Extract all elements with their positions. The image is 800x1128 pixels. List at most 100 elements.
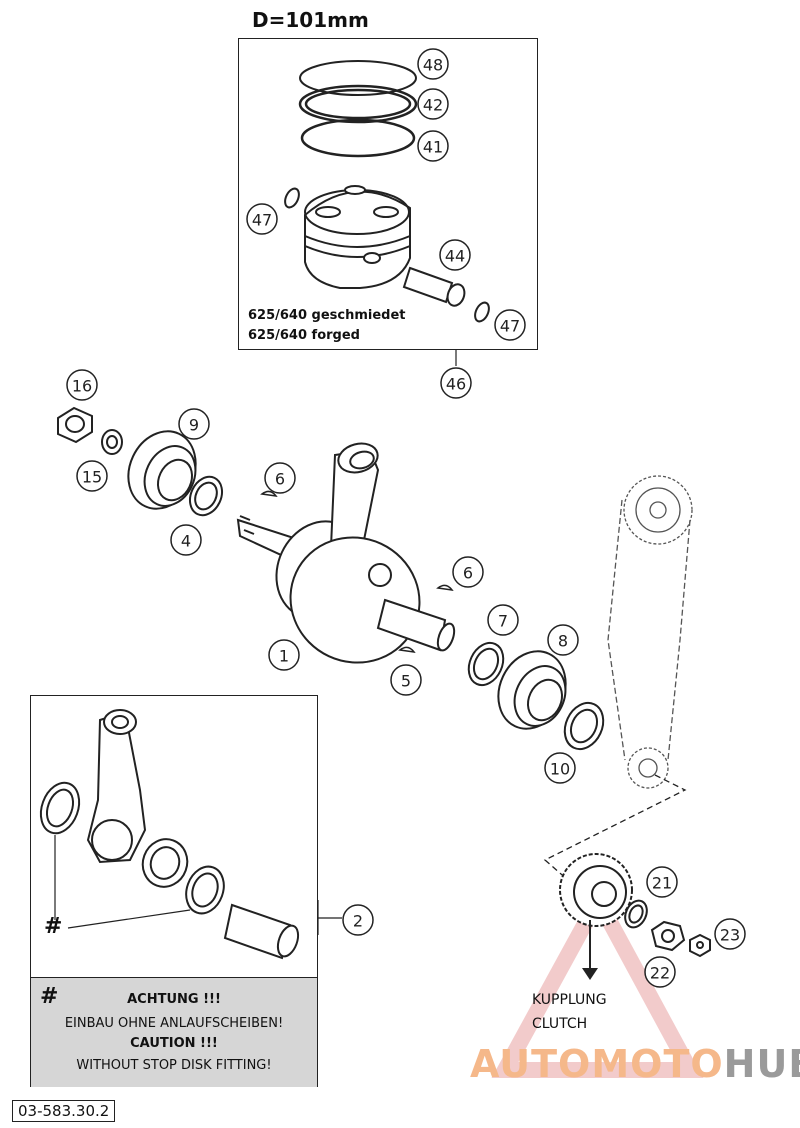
callout-number: 5 bbox=[401, 672, 411, 691]
watermark-logo: AUTOMOTOHUB bbox=[470, 1042, 800, 1086]
watermark-part1: AUTOMOTO bbox=[470, 1042, 724, 1086]
callout-6: 6 bbox=[264, 462, 296, 494]
callout-circle bbox=[417, 88, 449, 120]
callout-7: 7 bbox=[487, 604, 519, 636]
clutch-link-line bbox=[543, 774, 687, 896]
callout-number: 7 bbox=[498, 612, 508, 631]
clutch-label-german: KUPPLUNG bbox=[532, 992, 607, 1008]
callout-44: 44 bbox=[439, 239, 471, 271]
callout-15: 15 bbox=[76, 460, 108, 492]
watermark-part2: HUB bbox=[723, 1042, 800, 1086]
callout-16: 16 bbox=[66, 369, 98, 401]
piston-pin bbox=[402, 266, 466, 307]
callout-21: 21 bbox=[646, 866, 678, 898]
callout-22: 22 bbox=[644, 956, 676, 988]
nut-22 bbox=[650, 920, 686, 952]
crankshaft bbox=[236, 442, 456, 664]
callout-number: 6 bbox=[463, 564, 473, 583]
callout-47: 47 bbox=[494, 309, 526, 341]
callout-number: 41 bbox=[423, 138, 443, 157]
callout-circle bbox=[417, 130, 449, 162]
caution-note-panel: ACHTUNG !!! EINBAU OHNE ANLAUFSCHEIBEN! … bbox=[31, 977, 317, 1087]
piston-note-german: 625/640 geschmiedet bbox=[248, 308, 406, 323]
callout-circle bbox=[342, 904, 374, 936]
callout-number: 48 bbox=[423, 56, 443, 75]
note-hash-mark: # bbox=[40, 984, 59, 1009]
callout-number: 46 bbox=[446, 375, 466, 394]
callout-circle bbox=[487, 604, 519, 636]
callout-circle bbox=[644, 956, 676, 988]
callout-number: 47 bbox=[252, 211, 272, 230]
callout-5: 5 bbox=[390, 664, 422, 696]
callout-number: 16 bbox=[72, 377, 92, 396]
callout-number: 2 bbox=[353, 912, 363, 931]
callout-4: 4 bbox=[170, 524, 202, 556]
callout-9: 9 bbox=[178, 408, 210, 440]
bearing-9 bbox=[127, 430, 197, 510]
watermark-triangle bbox=[491, 883, 704, 1078]
callout-number: 23 bbox=[720, 926, 740, 945]
note-achtung: ACHTUNG !!! bbox=[127, 992, 221, 1007]
callout-number: 6 bbox=[275, 470, 285, 489]
seal-10 bbox=[563, 701, 605, 751]
callout-46: 46 bbox=[440, 367, 472, 399]
callout-circle bbox=[547, 624, 579, 656]
piston-ring-41 bbox=[300, 118, 416, 158]
conrod-leader-lines bbox=[54, 835, 342, 935]
callout-number: 10 bbox=[550, 760, 570, 779]
callout-circle bbox=[390, 664, 422, 696]
piston-kit-box bbox=[238, 38, 538, 350]
woodruff-key-5 bbox=[398, 646, 416, 653]
callout-6: 6 bbox=[452, 556, 484, 588]
piston bbox=[304, 185, 411, 289]
washer-15 bbox=[101, 429, 123, 455]
callout-number: 21 bbox=[652, 874, 672, 893]
callout-8: 8 bbox=[547, 624, 579, 656]
callout-circle bbox=[264, 462, 296, 494]
callout-1: 1 bbox=[268, 639, 300, 671]
callout-47: 47 bbox=[246, 203, 278, 235]
callout-circle bbox=[452, 556, 484, 588]
callout-circle bbox=[439, 239, 471, 271]
callout-circle bbox=[170, 524, 202, 556]
callout-circle bbox=[440, 367, 472, 399]
callout-number: 8 bbox=[558, 632, 568, 651]
callout-circle bbox=[268, 639, 300, 671]
callout-42: 42 bbox=[417, 88, 449, 120]
piston-ring-42 bbox=[298, 84, 418, 124]
callout-number: 47 bbox=[500, 317, 520, 336]
callout-41: 41 bbox=[417, 130, 449, 162]
diagram-code: 03-583.30.2 bbox=[12, 1100, 116, 1122]
callout-circle bbox=[76, 460, 108, 492]
woodruff-key-6b bbox=[436, 584, 454, 591]
callout-number: 1 bbox=[279, 647, 289, 666]
circlip-lower bbox=[474, 301, 490, 323]
piston-ring-48 bbox=[299, 60, 417, 96]
callout-circle bbox=[178, 408, 210, 440]
note-german-text: EINBAU OHNE ANLAUFSCHEIBEN! bbox=[64, 1016, 284, 1031]
callout-circle bbox=[544, 752, 576, 784]
note-english-text: WITHOUT STOP DISK FITTING! bbox=[76, 1058, 272, 1073]
woodruff-key-6a bbox=[260, 490, 278, 497]
callout-2: 2 bbox=[342, 904, 374, 936]
callout-circle bbox=[417, 48, 449, 80]
callout-circle bbox=[246, 203, 278, 235]
clutch-gear bbox=[559, 853, 633, 927]
callout-10: 10 bbox=[544, 752, 576, 784]
callout-number: 42 bbox=[423, 96, 443, 115]
bearing-8 bbox=[497, 650, 567, 730]
conrod-detail bbox=[39, 709, 300, 960]
shim-4 bbox=[188, 475, 224, 517]
diagram-title: D=101mm bbox=[252, 8, 369, 32]
callout-48: 48 bbox=[417, 48, 449, 80]
callout-23: 23 bbox=[714, 918, 746, 950]
callout-circle bbox=[494, 309, 526, 341]
nut-16 bbox=[57, 406, 93, 444]
conrod-hash-mark: # bbox=[44, 914, 63, 939]
note-caution: CAUTION !!! bbox=[130, 1036, 218, 1051]
callout-number: 44 bbox=[445, 247, 465, 266]
washer-21 bbox=[624, 899, 648, 929]
piston-note-english: 625/640 forged bbox=[248, 328, 360, 343]
